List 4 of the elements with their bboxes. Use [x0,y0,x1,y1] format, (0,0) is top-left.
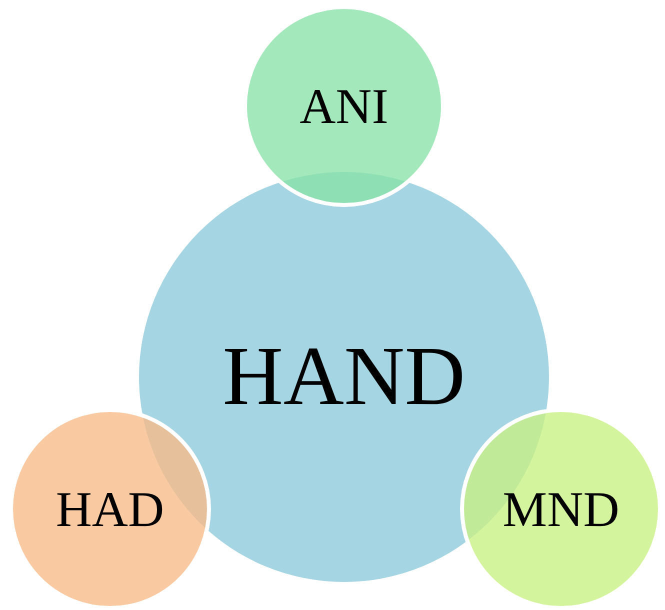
circle-label: ANI [300,81,388,131]
circle-label: MND [502,484,620,534]
circle-label: HAD [56,484,164,534]
circle-label: HAND [222,335,466,419]
